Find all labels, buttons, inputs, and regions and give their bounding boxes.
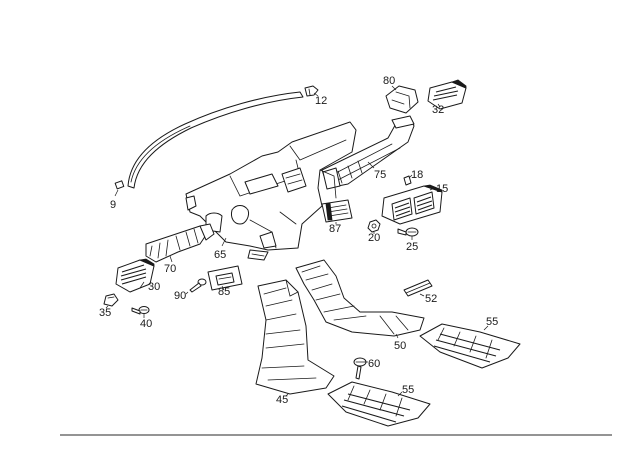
part-60-screw[interactable] [353, 357, 368, 380]
part-80-air-duct[interactable] [385, 85, 419, 114]
callout-25: 25 [406, 241, 418, 253]
part-55-floor-outlet-lower[interactable] [327, 381, 431, 427]
callout-20: 20 [368, 232, 380, 244]
callout-40: 40 [140, 318, 152, 330]
part-25-screw[interactable] [397, 227, 419, 240]
callout-85: 85 [218, 286, 230, 298]
callout-15: 15 [436, 183, 448, 195]
callout-18: 18 [411, 169, 423, 181]
callout-9: 9 [110, 199, 116, 211]
part-40-screw[interactable] [131, 306, 150, 319]
part-18-clip[interactable] [403, 174, 413, 186]
callout-55-lower: 55 [402, 384, 414, 396]
part-85-switch-plate[interactable] [207, 265, 243, 291]
part-45-floor-duct[interactable] [255, 279, 335, 397]
callout-45: 45 [276, 394, 288, 406]
callout-35: 35 [99, 307, 111, 319]
part-30-left-vent[interactable] [115, 258, 155, 293]
part-20-nut[interactable] [367, 219, 381, 234]
part-90-screw[interactable] [185, 278, 207, 295]
callout-90: 90 [174, 290, 186, 302]
part-70-left-duct[interactable] [145, 223, 215, 263]
callout-32: 32 [432, 104, 444, 116]
callout-75: 75 [374, 169, 386, 181]
callout-52: 52 [425, 293, 437, 305]
callout-70: 70 [164, 263, 176, 275]
part-9-trim-strip[interactable] [114, 91, 304, 197]
part-52-foam-strip[interactable] [403, 279, 433, 297]
part-12-clip[interactable] [304, 85, 319, 97]
callout-30: 30 [148, 281, 160, 293]
part-50-floor-duct[interactable] [295, 259, 425, 339]
callout-80: 80 [383, 75, 395, 87]
callout-60: 60 [368, 358, 380, 370]
dashboard-carrier[interactable] [185, 121, 357, 261]
callout-55-right: 55 [486, 316, 498, 328]
callout-50: 50 [394, 340, 406, 352]
part-75-long-duct[interactable] [321, 115, 415, 190]
part-15-center-vent[interactable] [381, 184, 443, 225]
callout-87: 87 [329, 223, 341, 235]
part-87-switch-panel[interactable] [321, 199, 353, 224]
callout-12: 12 [315, 95, 327, 107]
part-35-clip[interactable] [103, 293, 119, 309]
callout-65: 65 [214, 249, 226, 261]
part-55-floor-outlet-right[interactable] [419, 323, 521, 369]
part-32-side-vent[interactable] [427, 79, 467, 110]
